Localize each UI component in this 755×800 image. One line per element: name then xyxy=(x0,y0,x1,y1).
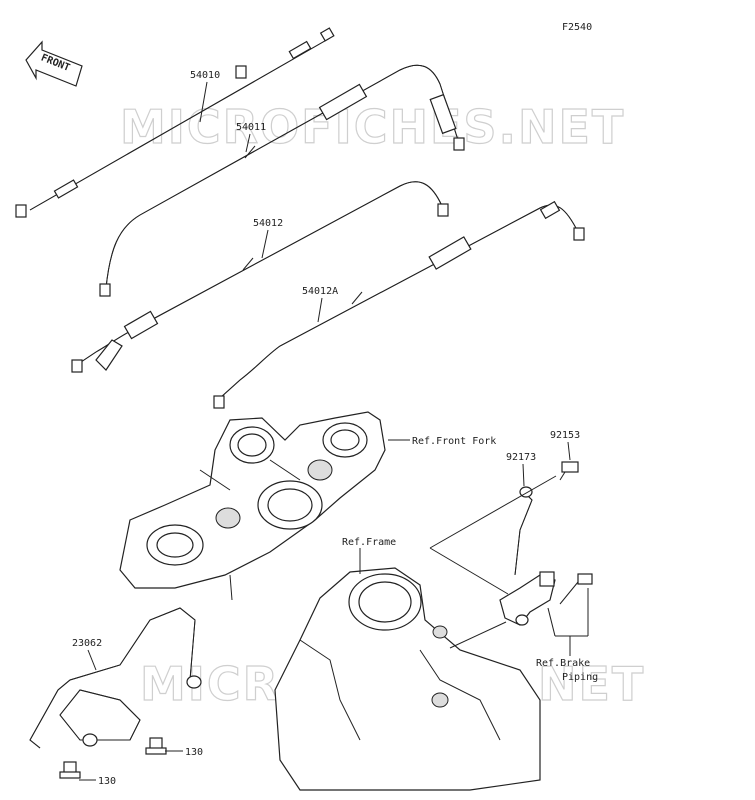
cable-guide-23062 xyxy=(29,607,202,749)
cable-54012 xyxy=(71,181,449,373)
cable-54011 xyxy=(99,64,465,297)
cable-54010 xyxy=(15,27,335,218)
ref-frame: Ref.Frame xyxy=(342,537,396,548)
brake-piping-bracket xyxy=(499,571,593,626)
part-label-54010: 54010 xyxy=(190,70,220,81)
part-label-92153: 92153 xyxy=(550,430,580,441)
part-label-54011: 54011 xyxy=(236,122,266,133)
part-label-23062: 23062 xyxy=(72,638,102,649)
ref-front-fork: Ref.Front Fork xyxy=(412,436,496,447)
ref-brake-piping-line1: Ref.Brake xyxy=(536,658,590,669)
part-label-54012: 54012 xyxy=(253,218,283,229)
part-label-130-upper: 130 xyxy=(185,747,203,758)
bolt-130-upper xyxy=(145,737,167,755)
part-label-54012A: 54012A xyxy=(302,286,338,297)
bolt-92153 xyxy=(559,461,579,481)
bolt-130-lower xyxy=(59,761,81,779)
ref-brake-piping-line2: Piping xyxy=(562,672,598,683)
frame-steering-head xyxy=(274,567,541,791)
part-label-130-lower: 130 xyxy=(98,776,116,787)
upper-triple-clamp xyxy=(119,411,386,601)
front-arrow-icon: FRONT xyxy=(25,40,83,87)
figure-code: F2540 xyxy=(562,22,592,33)
clamp-92173 xyxy=(514,486,533,576)
watermark-top: MICROFICHES.NET xyxy=(120,100,625,154)
cable-54012A xyxy=(213,200,585,409)
part-label-92173: 92173 xyxy=(506,452,536,463)
